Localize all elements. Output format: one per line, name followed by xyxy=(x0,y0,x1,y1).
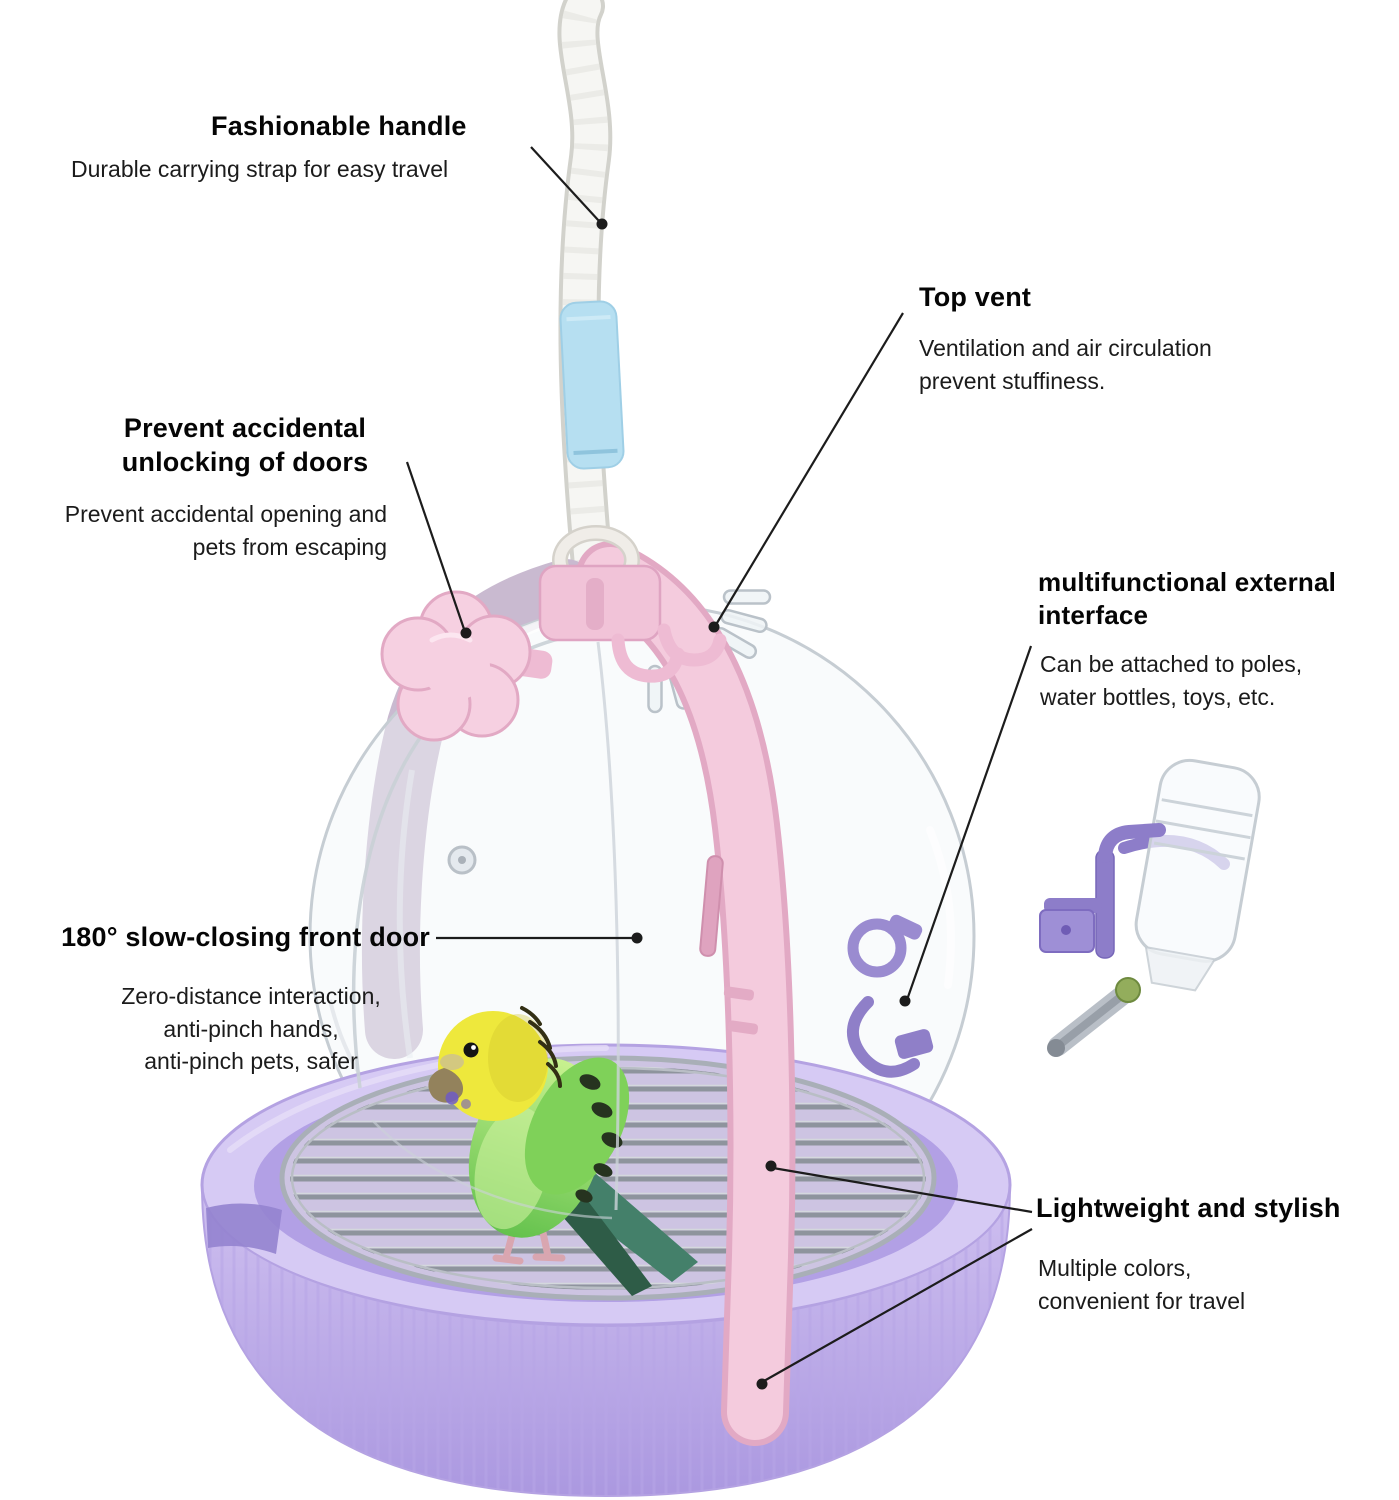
callout-line-handle xyxy=(530,146,600,222)
callout-lightweight-desc: Multiple colors, convenient for travel xyxy=(1038,1255,1246,1314)
callout-handle-title: Fashionable handle xyxy=(211,111,467,141)
callout-dot-interface xyxy=(899,995,911,1007)
callout-dot-top-vent xyxy=(708,621,720,633)
budgie-bird xyxy=(428,1006,698,1296)
callout-external-interface-title: multifunctional external interface xyxy=(1038,567,1337,630)
callout-line-lock xyxy=(405,461,466,630)
callout-dots xyxy=(460,218,911,1390)
carry-rope xyxy=(557,0,613,586)
door-latch-flower xyxy=(380,590,553,742)
callout-front-door-desc: Zero-distance interaction, anti-pinch ha… xyxy=(121,983,381,1075)
callout-line-lightweight-lower xyxy=(763,1228,1033,1382)
strap-slot xyxy=(699,855,724,957)
callout-line-lightweight-upper xyxy=(772,1166,1033,1214)
callout-dot-lock xyxy=(460,627,472,639)
bottle-collar xyxy=(1115,977,1141,1003)
callout-line-interface xyxy=(906,645,1033,998)
callout-lines xyxy=(405,146,1033,1382)
callout-door-lock-desc: Prevent accidental opening and pets from… xyxy=(64,501,387,560)
top-hook-clamp xyxy=(538,564,727,683)
front-door xyxy=(352,634,620,1220)
rope-grip-sleeve xyxy=(559,300,625,470)
callout-front-door-title: 180° slow-closing front door xyxy=(61,922,430,952)
callout-dot-door xyxy=(631,932,643,944)
water-bottle-accessory xyxy=(1039,758,1261,1057)
callout-top-vent-desc: Ventilation and air circulation prevent … xyxy=(919,335,1212,394)
callout-top-vent-title: Top vent xyxy=(919,282,1032,312)
callout-line-top-vent xyxy=(716,312,904,624)
base-handle-notch xyxy=(206,1203,282,1254)
callout-door-lock-title: Prevent accidental unlocking of doors xyxy=(121,413,369,477)
front-strap xyxy=(576,541,796,1446)
external-interface-clips xyxy=(846,914,934,1078)
callout-lightweight-title: Lightweight and stylish xyxy=(1036,1193,1341,1223)
callout-dot-lightweight-lower xyxy=(756,1378,768,1390)
callout-dot-lightweight-upper xyxy=(765,1160,777,1172)
callout-handle-desc: Durable carrying strap for easy travel xyxy=(71,156,449,182)
callout-dot-handle xyxy=(596,218,608,230)
callout-external-interface-desc: Can be attached to poles, water bottles,… xyxy=(1040,651,1303,710)
